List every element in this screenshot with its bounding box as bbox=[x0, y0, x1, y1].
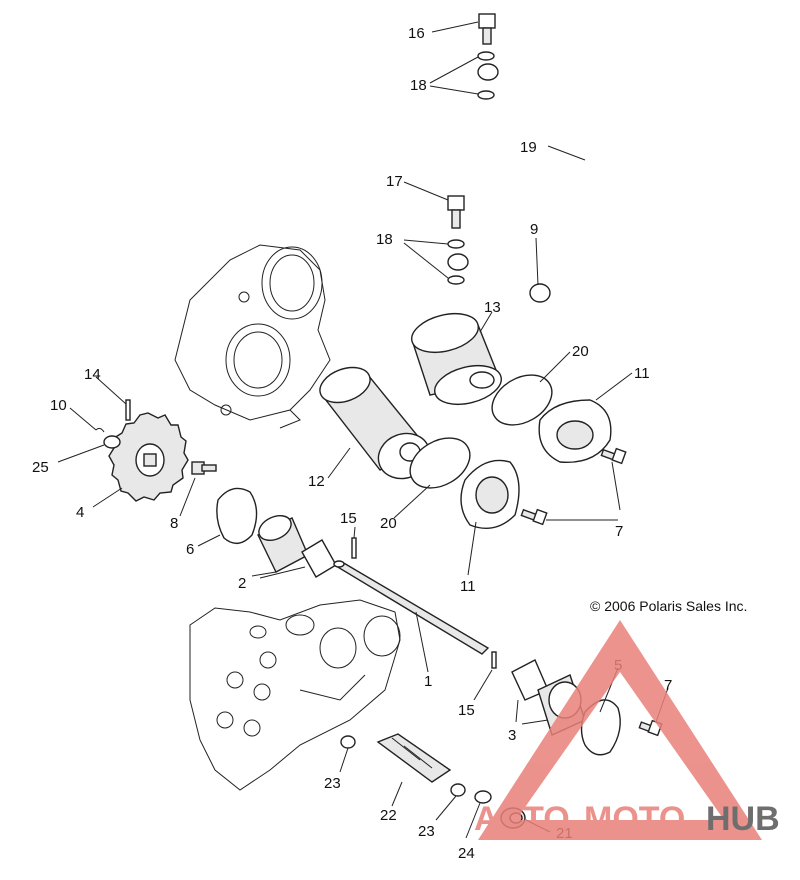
callout-9: 9 bbox=[530, 221, 538, 238]
callout-12: 12 bbox=[308, 473, 325, 490]
automotohub-watermark-logo: AUTO MOTO HUB bbox=[474, 620, 780, 840]
oil-filter-13 bbox=[411, 312, 502, 406]
callout-18-upper: 18 bbox=[410, 77, 427, 94]
callout-23-right: 23 bbox=[418, 823, 435, 840]
callout-19: 19 bbox=[520, 139, 537, 156]
upper-banjo-fitting bbox=[477, 63, 499, 81]
callout-6: 6 bbox=[186, 541, 194, 558]
callout-14: 14 bbox=[84, 366, 101, 383]
roll-pin-15b bbox=[491, 651, 497, 669]
callout-11-lower: 11 bbox=[460, 578, 476, 595]
callout-25: 25 bbox=[32, 459, 49, 476]
callout-7-upper: 7 bbox=[615, 523, 623, 540]
callout-15-upper: 15 bbox=[340, 510, 357, 527]
callout-20-lower: 20 bbox=[380, 515, 397, 532]
callout-11-upper: 11 bbox=[634, 365, 650, 382]
callout-7-lower: 7 bbox=[664, 677, 672, 694]
washer-18a bbox=[477, 51, 495, 61]
watermark-moto: MOTO bbox=[584, 800, 685, 838]
callout-4: 4 bbox=[76, 504, 84, 521]
filter-cover-11a bbox=[538, 399, 612, 464]
o-ring-23b bbox=[450, 783, 466, 797]
pump-shaft-1 bbox=[333, 560, 490, 655]
callout-labels: 16 18 19 17 18 9 13 20 11 14 10 25 12 4 … bbox=[32, 25, 672, 862]
filter-cover-11b bbox=[460, 459, 520, 529]
pump-rotors-2 bbox=[257, 515, 337, 578]
callout-24: 24 bbox=[458, 845, 475, 862]
lower-banjo-fitting bbox=[447, 253, 469, 271]
pump-cover-5 bbox=[580, 699, 621, 756]
callout-1: 1 bbox=[424, 673, 432, 690]
callout-17: 17 bbox=[386, 173, 403, 190]
cover-bolt-7b bbox=[520, 508, 548, 526]
washer-25 bbox=[103, 435, 121, 449]
washer-18b bbox=[477, 90, 495, 100]
callout-8: 8 bbox=[170, 515, 178, 532]
banjo-bolt-17 bbox=[447, 195, 465, 229]
callout-22: 22 bbox=[380, 807, 397, 824]
drive-sprocket-4 bbox=[108, 412, 189, 502]
oil-screen-22 bbox=[376, 733, 452, 783]
callout-3: 3 bbox=[508, 727, 516, 744]
hose-clamp-9 bbox=[529, 283, 551, 303]
o-ring-20a bbox=[491, 374, 553, 426]
watermark-hub: HUB bbox=[706, 800, 780, 838]
copyright-notice: © 2006 Polaris Sales Inc. bbox=[590, 598, 747, 614]
washer-18d bbox=[447, 275, 465, 285]
o-ring-24 bbox=[474, 790, 492, 804]
upper-crankcase bbox=[174, 244, 331, 429]
oil-line-19 bbox=[447, 58, 590, 303]
callout-18-lower: 18 bbox=[376, 231, 393, 248]
callout-2: 2 bbox=[238, 575, 246, 592]
watermark-auto: AUTO bbox=[474, 800, 570, 838]
circlip-10 bbox=[95, 427, 105, 433]
callout-20-upper: 20 bbox=[572, 343, 589, 360]
callout-16: 16 bbox=[408, 25, 425, 42]
callout-15-lower: 15 bbox=[458, 702, 475, 719]
cover-bolt-7a bbox=[600, 447, 627, 465]
screw-8 bbox=[191, 461, 217, 475]
banjo-bolt-16 bbox=[478, 13, 496, 45]
washer-18c bbox=[447, 239, 465, 249]
watermark-triangle-icon bbox=[478, 620, 762, 840]
o-ring-23a bbox=[340, 735, 356, 749]
o-ring-20b bbox=[409, 437, 471, 489]
key-14 bbox=[125, 399, 131, 421]
pump-plate-6 bbox=[216, 487, 258, 544]
callout-10: 10 bbox=[50, 397, 67, 414]
callout-13: 13 bbox=[484, 299, 501, 316]
callout-23-left: 23 bbox=[324, 775, 341, 792]
roll-pin-15a bbox=[351, 537, 357, 559]
lower-crankcase bbox=[189, 599, 401, 791]
